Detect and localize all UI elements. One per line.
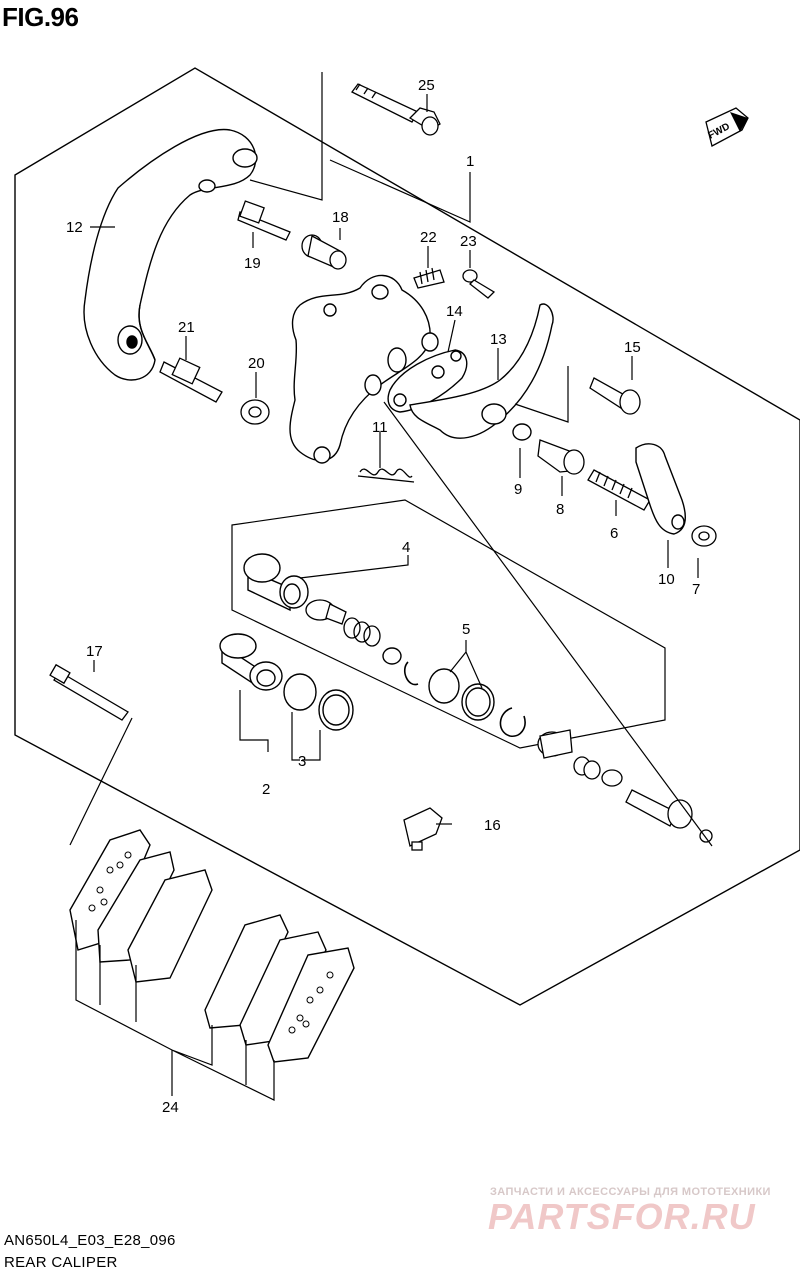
- callout-21: 21: [178, 319, 195, 336]
- part-caliper-body-1: [289, 274, 439, 464]
- footer-model-code: AN650L4_E03_E28_096: [4, 1232, 176, 1249]
- callout-10: 10: [658, 571, 675, 588]
- callout-5: 5: [462, 621, 470, 638]
- callout-17: 17: [86, 643, 103, 660]
- part-seals-3: [283, 673, 354, 731]
- callout-22: 22: [420, 229, 437, 246]
- part-pin-18: [301, 234, 347, 270]
- part-pin-17: [49, 663, 129, 721]
- watermark-logo: PARTSFOR.RU: [488, 1196, 756, 1237]
- leader-lines: [69, 72, 713, 1101]
- part-oring-small-4: [382, 647, 402, 665]
- part-pin-19: [237, 200, 291, 241]
- part-plate-14: [387, 349, 468, 413]
- callout-14: 14: [446, 303, 463, 320]
- callout-25: 25: [418, 77, 435, 94]
- assembly-boundary: [14, 67, 800, 1006]
- callout-12: 12: [66, 219, 83, 236]
- callout-1: 1: [466, 153, 474, 170]
- callout-15: 15: [624, 339, 641, 356]
- piston-kit-boundary: [231, 499, 666, 749]
- callout-7: 7: [692, 581, 700, 598]
- part-arm-13: [409, 303, 554, 439]
- part-spring-11: [357, 468, 415, 483]
- part-piston-2: [219, 633, 283, 691]
- part-spring-4: [343, 617, 381, 647]
- callout-16: 16: [484, 817, 501, 834]
- fwd-direction-badge: FWD: [705, 107, 749, 147]
- callout-23: 23: [460, 233, 477, 250]
- part-bracket-12: [83, 128, 258, 381]
- callout-6: 6: [610, 525, 618, 542]
- part-nut-20: [240, 399, 270, 425]
- part-bolt-15: [589, 377, 641, 415]
- callout-4: 4: [402, 539, 410, 556]
- callout-11: 11: [372, 419, 388, 436]
- part-pads-24: [69, 829, 355, 1063]
- part-oring-9: [512, 423, 532, 441]
- footer-part-name: REAR CALIPER: [4, 1254, 118, 1271]
- callout-19: 19: [244, 255, 261, 272]
- callout-20: 20: [248, 355, 265, 372]
- watermark-tagline: ЗАПЧАСТИ И АКСЕССУАРЫ ДЛЯ МОТОТЕХНИКИ: [490, 1186, 771, 1198]
- callout-8: 8: [556, 501, 564, 518]
- part-piston-4: [243, 553, 309, 612]
- part-cap-23: [462, 269, 496, 299]
- callout-24: 24: [162, 1099, 179, 1116]
- part-seals-5: [428, 668, 495, 721]
- part-adjuster-4: [305, 599, 347, 625]
- part-circlip-4: [499, 707, 526, 738]
- part-clip-4: [403, 661, 419, 686]
- callout-18: 18: [332, 209, 349, 226]
- part-lever-10: [635, 443, 686, 535]
- callout-3: 3: [298, 753, 306, 770]
- part-bolt-25: [351, 83, 441, 136]
- part-screw-6: [587, 469, 651, 511]
- part-boot-8: [537, 439, 585, 475]
- figure-title: FIG.96: [2, 2, 79, 32]
- part-adjuster-lower: [537, 729, 713, 843]
- callout-labels: 1 2 3 4 5 6 7 8 9 10 11 12 13 14 15 16 1…: [66, 77, 700, 1116]
- part-clip-16: [403, 807, 443, 851]
- callout-2: 2: [262, 781, 270, 798]
- callout-13: 13: [490, 331, 507, 348]
- pad-dot-pattern: [88, 851, 334, 1034]
- callout-9: 9: [514, 481, 522, 498]
- part-bolt-21: [159, 357, 223, 403]
- part-nut-7: [691, 525, 717, 547]
- part-bleeder-22: [413, 267, 445, 289]
